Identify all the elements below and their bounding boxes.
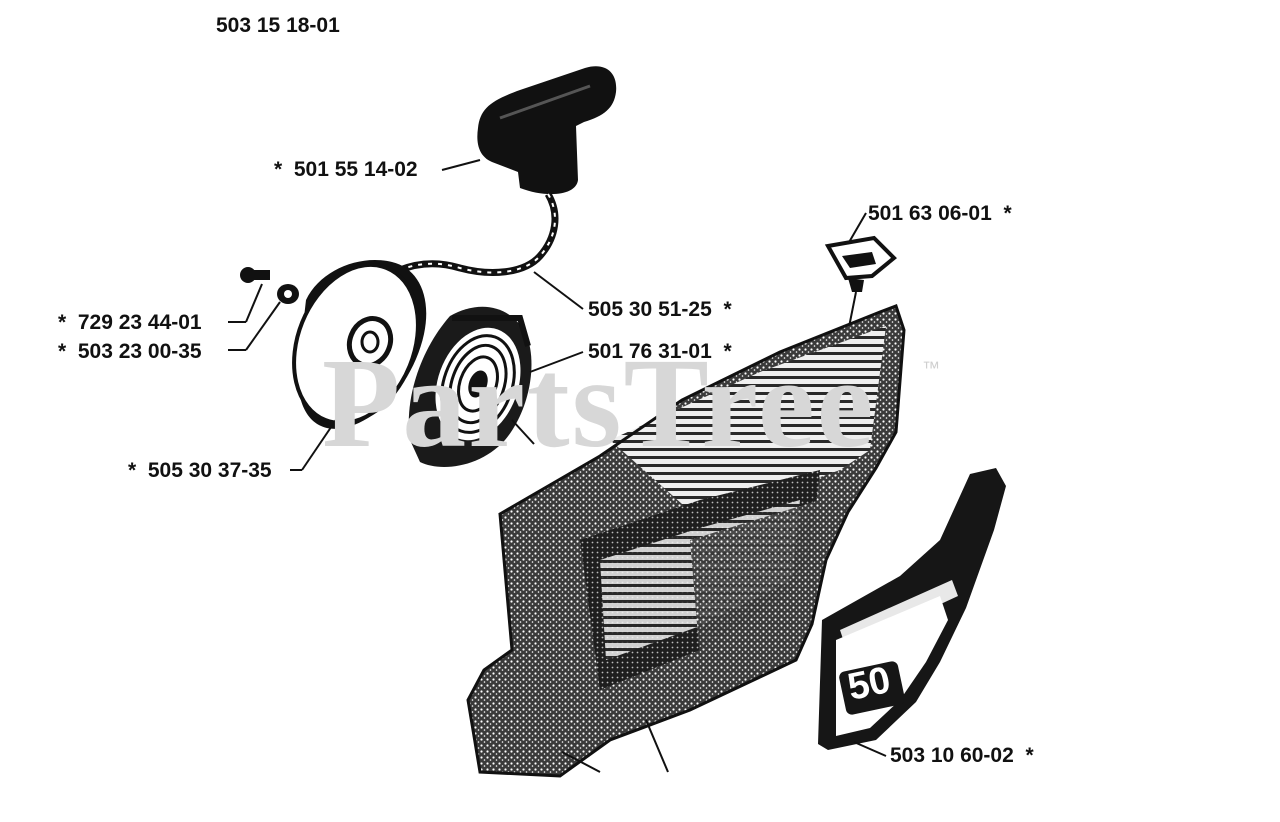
- callout-screw: * 729 23 44-01: [58, 311, 202, 334]
- screw: [240, 267, 270, 283]
- decal-plate: [818, 468, 1006, 750]
- callout-pulley: * 505 30 37-35: [128, 459, 272, 482]
- callout-washer: * 503 23 00-35: [58, 340, 202, 363]
- leader-lines: [228, 159, 887, 757]
- callout-plug: 501 63 06-01 *: [868, 202, 1012, 225]
- starter-housing: [466, 304, 906, 778]
- washer: [277, 284, 299, 304]
- callout-handle: * 501 55 14-02: [274, 158, 418, 181]
- header-part-number: 503 15 18-01: [216, 14, 340, 37]
- starter-rope: [398, 192, 559, 276]
- starter-handle: [477, 66, 617, 195]
- callout-spring: 501 76 31-01 *: [588, 340, 732, 363]
- watermark: PartsTree: [322, 332, 876, 474]
- callout-rope: 505 30 51-25 *: [588, 298, 732, 321]
- recoil-spring: [408, 306, 535, 467]
- callout-decal: 503 10 60-02 *: [890, 744, 1034, 767]
- decal-number: 50: [844, 659, 895, 709]
- trademark-symbol: ™: [922, 358, 940, 378]
- rope-pulley: [292, 259, 427, 429]
